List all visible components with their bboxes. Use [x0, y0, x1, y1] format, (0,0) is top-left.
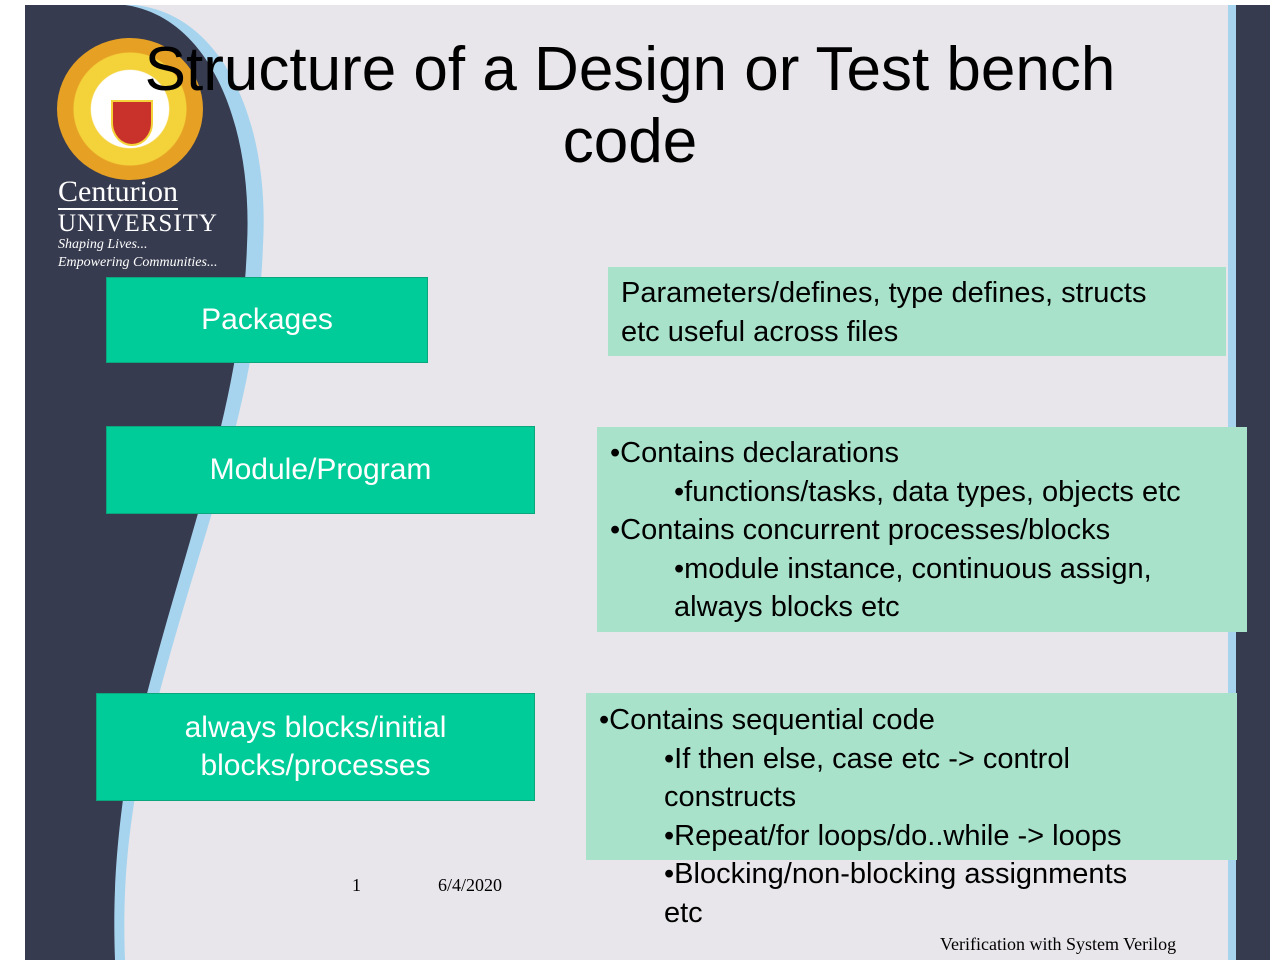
seal-shield: [111, 100, 153, 146]
always-description-bg: [586, 693, 1237, 860]
text-line: etc useful across files: [621, 315, 899, 348]
sub-bullet: •Blocking/non-blocking assignments: [664, 858, 1128, 890]
bullet: •Contains declarations: [610, 437, 900, 469]
sub-bullet-cont: etc: [664, 896, 703, 929]
logo-tagline-2: Empowering Communities...: [58, 255, 218, 270]
sub-bullet: •functions/tasks, data types, objects et…: [674, 475, 1181, 508]
box-label-line: always blocks/initial: [184, 711, 447, 744]
sub-bullet-cont: constructs: [664, 781, 797, 813]
sub-bullet: •Repeat/for loops/do..while -> loops: [664, 819, 1122, 852]
always-blocks-box: always blocks/initial blocks/processes: [96, 693, 535, 801]
title-line-2: code: [562, 107, 698, 176]
course-footer: Verification with System Verilog: [940, 934, 1177, 954]
always-description: •Contains sequential code •If then else,…: [599, 701, 1127, 932]
slide-number: 1: [352, 875, 361, 895]
slide-date: 6/4/2020: [438, 875, 503, 895]
module-program-box: Module/Program: [106, 426, 535, 514]
sub-bullet-cont: always blocks etc: [674, 591, 900, 623]
university-seal-logo: [57, 38, 203, 180]
packages-description-bg: [608, 267, 1226, 356]
packages-description: Parameters/defines, type defines, struct…: [621, 274, 1146, 351]
logo-name: Centurion: [58, 175, 178, 210]
sub-bullet: •If then else, case etc -> control: [664, 742, 1070, 775]
sub-bullet: •module instance, continuous assign,: [674, 552, 1152, 585]
text-line: Parameters/defines, type defines, struct…: [621, 277, 1147, 309]
title-line-1: Structure of a Design or Test bench: [144, 35, 1116, 104]
module-description-bg: [597, 427, 1247, 632]
module-description: •Contains declarations •functions/tasks,…: [610, 434, 1181, 627]
logo-tagline-1: Shaping Lives...: [58, 237, 148, 252]
logo-name-2: UNIVERSITY: [58, 210, 218, 237]
bullet: •Contains sequential code: [599, 704, 935, 736]
box-label-line: blocks/processes: [200, 749, 431, 782]
slide-title: Structure of a Design or Test bench code: [110, 34, 1150, 178]
packages-box: Packages: [106, 277, 428, 363]
bullet: •Contains concurrent processes/blocks: [610, 514, 1111, 546]
